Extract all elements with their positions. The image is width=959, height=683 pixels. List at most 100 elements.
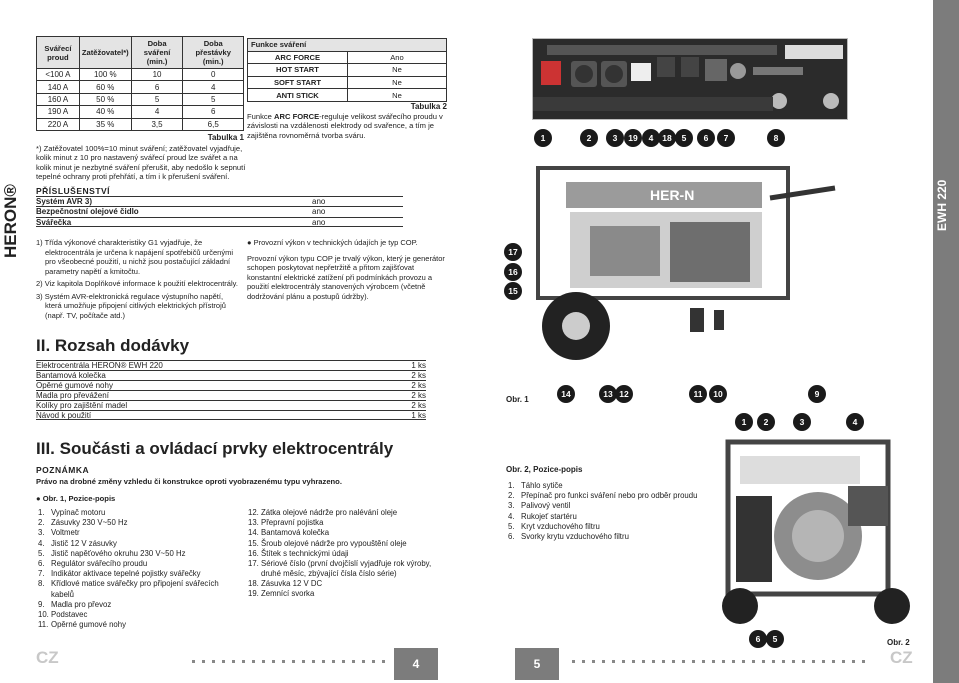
obr1-heading: ● Obr. 1, Pozice-popis — [36, 494, 116, 503]
list-item: 11.Opěrné gumové nohy — [38, 620, 243, 630]
table-cell: 190 A — [36, 105, 80, 119]
item-text: Přepravní pojistka — [261, 518, 324, 528]
list-item: 1.Vypínač motoru — [38, 508, 243, 518]
table-cell: 6 — [182, 105, 244, 119]
callout-badge: 8 — [767, 129, 785, 147]
table-header-row: Svářecí proud Zatěžovatel*) Doba sváření… — [36, 36, 244, 69]
section3-title: III. Součásti a ovládací prvky elektroce… — [36, 439, 394, 458]
footer-language-left: CZ — [36, 648, 59, 667]
item-text: Zátka olejové nádrže pro nalévání oleje — [261, 508, 398, 517]
table-cell: 6 — [130, 80, 184, 94]
item-number: 18. — [248, 579, 259, 589]
item-text: Opěrné gumové nohy — [51, 620, 126, 630]
callout-badge: 1 — [534, 129, 552, 147]
supply-qty: 2 ks — [411, 391, 426, 400]
item-number: 1. — [508, 481, 515, 490]
item-text: Zemnící svorka — [261, 589, 315, 599]
callout-badge: 13 — [599, 385, 617, 403]
accessories-list: Systém AVR 3)ano Bezpečnostní olejové či… — [36, 196, 403, 228]
item-text: Svorky krytu vzduchového filtru — [521, 532, 629, 542]
item-number: 13. — [248, 518, 259, 528]
table-cell: 50 % — [78, 92, 132, 107]
list-item: 1.Táhlo sytiče — [508, 481, 728, 491]
item-number: 15. — [248, 538, 259, 548]
callout-badge: 6 — [697, 129, 715, 147]
supply-qty: 2 ks — [411, 401, 426, 410]
list-item: 3.Voltmetr — [38, 528, 243, 538]
table-cell: 60 % — [78, 80, 132, 94]
cop-info: ● Provozní výkon v technických údajích j… — [247, 238, 447, 307]
supply-list: Elektrocentrála HERON® EWH 220 1 ks Banta… — [36, 360, 426, 420]
footer-dots-right — [572, 656, 872, 663]
list-item: 18.Zásuvka 12 V DC — [248, 579, 448, 589]
item-number: 6. — [508, 532, 515, 542]
list-item: 4.Jistič 12 V zásuvky — [38, 539, 243, 549]
callout-badge: 11 — [689, 385, 707, 403]
callout-badge: 4 — [642, 129, 660, 147]
table-cell: 4 — [130, 105, 184, 119]
item-text: Bantamová kolečka — [261, 528, 330, 538]
footnote: 3) Systém AVR-elektronická regulace výst… — [36, 291, 226, 320]
footer-language-right: CZ — [890, 648, 913, 667]
list-item: 2.Zásuvky 230 V~50 Hz — [38, 518, 243, 528]
item-text: Sériové číslo (první dvojčíslí vyjadřuje… — [261, 559, 432, 578]
obr2-list: 1.Táhlo sytiče 2.Přepínač pro funkci svá… — [508, 481, 728, 542]
item-number: 3. — [38, 528, 45, 538]
supply-item: Elektrocentrála HERON® EWH 220 — [36, 361, 163, 370]
supply-item: Bantamová kolečka — [36, 371, 106, 380]
item-text: Rukojeť startéru — [521, 511, 577, 521]
page-number-left: 4 — [394, 648, 438, 680]
table1-note: *) Zatěžovatel 100%=10 minut sváření; za… — [36, 144, 246, 182]
list-item: 14.Bantamová kolečka — [248, 528, 448, 538]
left-margin: HERON® — [0, 0, 22, 683]
list-item: 19.Zemnící svorka — [248, 589, 448, 599]
list-item: 12.Zátka olejové nádrže pro nalévání ole… — [248, 508, 448, 518]
item-text: Křídlové matice svářečky pro připojení s… — [51, 579, 219, 599]
item-number: 7. — [38, 569, 45, 579]
list-item: 17.Sériové číslo (první dvojčíslí vyjadř… — [248, 559, 448, 578]
item-text: Kryt vzduchového filtru — [521, 521, 600, 531]
list-item: 5.Kryt vzduchového filtru — [508, 522, 728, 532]
note-text: Právo na drobné změny vzhledu či konstru… — [36, 477, 342, 486]
callout-badge: 12 — [615, 385, 633, 403]
table-cell: 5 — [130, 92, 184, 107]
table-cell: Ne — [347, 63, 447, 77]
accessory-name: Svářečka — [36, 217, 72, 227]
note-rest: -reguluje velikost svářecího proudu v zá… — [247, 112, 443, 140]
generator-front-drawing: HER-N — [536, 166, 836, 360]
item-text: Jistič 12 V zásuvky — [51, 538, 117, 548]
supply-qty: 1 ks — [411, 361, 426, 370]
table1-caption: Tabulka 1 — [207, 133, 244, 142]
list-item: 15.Šroub olejové nádrže pro vypouštění o… — [248, 539, 448, 549]
list-item: 16.Štítek s technickými údaji — [248, 549, 448, 559]
control-panel-drawing — [533, 45, 843, 111]
callout-badge: 1 — [735, 413, 753, 431]
callout-badge: 17 — [504, 243, 522, 261]
table-header-cell: Doba sváření (min.) — [130, 36, 184, 69]
item-text: Zásuvky 230 V~50 Hz — [51, 518, 128, 528]
table-cell: 40 % — [78, 105, 132, 119]
obr2-label: Obr. 2 — [887, 638, 910, 647]
table-cell: 220 A — [36, 117, 80, 131]
callout-badge: 4 — [846, 413, 864, 431]
table-header-cell: Zatěžovatel*) — [78, 36, 132, 69]
footnotes: 1) Třída výkonové charakteristiky G1 vyj… — [36, 238, 241, 323]
parts-list-left: 1.Vypínač motoru 2.Zásuvky 230 V~50 Hz 3… — [38, 508, 243, 630]
callout-badge: 3 — [606, 129, 624, 147]
control-panel-photo — [532, 38, 848, 120]
model-label: EWH 220 — [935, 179, 949, 231]
list-item: 4.Rukojeť startéru — [508, 512, 728, 522]
item-text: Štítek s technickými údaji — [261, 548, 349, 558]
supply-qty: 2 ks — [411, 371, 426, 380]
table-cell: ANTI STICK — [247, 88, 348, 102]
callout-badge: 19 — [624, 129, 642, 147]
item-number: 8. — [38, 579, 45, 589]
